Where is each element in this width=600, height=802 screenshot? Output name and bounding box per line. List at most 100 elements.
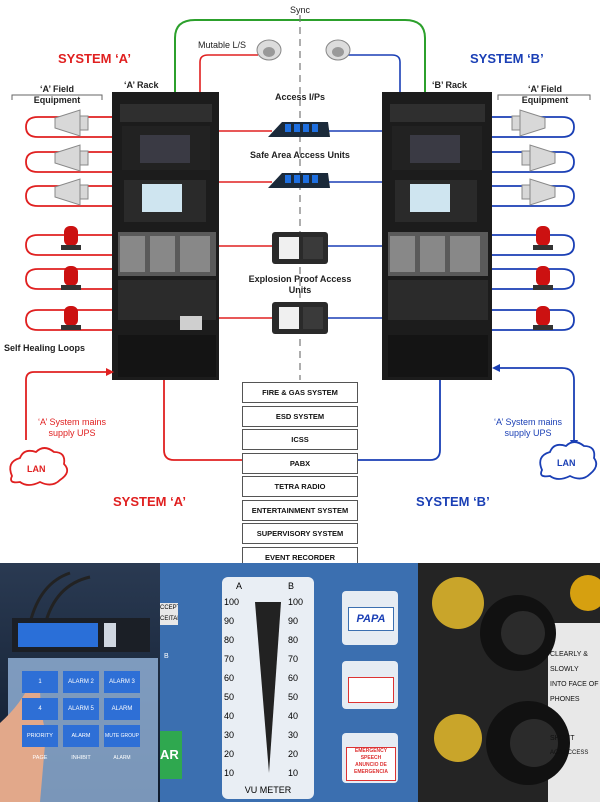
vu-needle-wedge bbox=[255, 602, 281, 773]
vu-scale-left-50: 50 bbox=[224, 692, 235, 702]
rack-a bbox=[112, 92, 219, 380]
vu-scale-left-40: 40 bbox=[224, 711, 235, 721]
vu-scale-right-70: 70 bbox=[288, 654, 299, 664]
self-healing-loops-label: Self Healing Loops bbox=[4, 343, 86, 353]
system-a-title-top: SYSTEM ‘A’ bbox=[58, 51, 131, 66]
vu-scale-left-100: 100 bbox=[224, 597, 240, 607]
instruction-line-6: AGA ACCESS bbox=[550, 750, 589, 756]
vu-meter-card: A B 100 90 80 70 60 50 40 30 20 10 100 9… bbox=[222, 577, 314, 799]
papa-button: PAPA bbox=[342, 591, 398, 645]
self-healing-loops-a bbox=[25, 116, 112, 331]
key-2: ALARM 2 bbox=[63, 671, 99, 693]
vu-scale-left-30: 30 bbox=[224, 730, 235, 740]
a-rack-label: ‘A’ Rack bbox=[124, 80, 159, 90]
field-equipment-right-1: ‘A’ Field bbox=[527, 84, 563, 94]
mutable-loudspeaker-a bbox=[256, 39, 282, 61]
mutable-loudspeaker-b bbox=[325, 39, 351, 61]
instruction-line-1: CLEARLY & bbox=[550, 651, 588, 658]
vu-scale-right-60: 60 bbox=[288, 673, 299, 683]
lan-cloud-b bbox=[539, 441, 598, 480]
panel-b-label: B bbox=[164, 653, 169, 660]
explosion-proof-label-1: Explosion Proof Access bbox=[248, 274, 352, 284]
key-4: 4 bbox=[22, 698, 58, 720]
external-systems-list: FIRE & GAS SYSTEM ESD SYSTEM ICSS PABX T… bbox=[242, 382, 358, 570]
system-row-tetra: TETRA RADIO bbox=[242, 476, 358, 497]
horn-speakers-b bbox=[511, 109, 556, 206]
rack-b-to-systems bbox=[358, 380, 441, 461]
mutable-ls-label: Mutable L/S bbox=[198, 40, 247, 50]
vu-a-label: A bbox=[236, 581, 243, 591]
vu-scale-right-30: 30 bbox=[288, 730, 299, 740]
vu-scale-left-20: 20 bbox=[224, 749, 235, 759]
mutable-ls-link-a bbox=[199, 54, 258, 92]
vu-scale-right-10: 10 bbox=[288, 768, 299, 778]
rack-a-to-systems bbox=[163, 380, 242, 461]
field-equipment-right-2: Equipment bbox=[521, 95, 569, 105]
key-1: 1 bbox=[22, 671, 58, 693]
key-8: ALARM INHIBIT bbox=[63, 725, 99, 761]
instruction-line-5: SHOUT bbox=[550, 735, 575, 742]
vu-scale-left-90: 90 bbox=[224, 616, 235, 626]
vu-b-label: B bbox=[288, 581, 295, 591]
papa-label: PAPA bbox=[348, 607, 394, 631]
system-row-fire-gas: FIRE & GAS SYSTEM bbox=[242, 382, 358, 403]
safe-area-label: Safe Area Access Units bbox=[250, 150, 350, 160]
vu-scale-left-60: 60 bbox=[224, 673, 235, 683]
wiring-diagram bbox=[9, 15, 598, 486]
explosion-proof-access-unit-1 bbox=[272, 232, 328, 264]
lan-label-b: LAN bbox=[557, 458, 576, 468]
vu-scale-right-100: 100 bbox=[288, 597, 304, 607]
rack-b bbox=[382, 92, 492, 380]
safe-area-access-unit-2 bbox=[268, 173, 330, 188]
mains-left-2: supply UPS bbox=[48, 428, 96, 438]
vu-scale-right-50: 50 bbox=[288, 692, 299, 702]
photo-access-panel: 1 ALARM 2 ALARM 3 4 ALARM 5 ALARM CANCEL… bbox=[0, 563, 160, 802]
explosion-proof-label-2: Units bbox=[288, 285, 312, 295]
field-equipment-left-2: Equipment bbox=[33, 95, 81, 105]
system-row-entertainment: ENTERTAINMENT SYSTEM bbox=[242, 499, 358, 521]
key-6: ALARM CANCEL bbox=[104, 698, 140, 734]
accept-label-2: CEITAR bbox=[160, 616, 178, 622]
horn-speakers-a bbox=[54, 109, 89, 206]
side-ar-label: AR bbox=[160, 731, 182, 779]
vu-scale-left-80: 80 bbox=[224, 635, 235, 645]
vu-scale-left-70: 70 bbox=[224, 654, 235, 664]
instruction-line-3: INTO FACE OF bbox=[550, 681, 599, 688]
system-a-title-bottom: SYSTEM ‘A’ bbox=[113, 494, 186, 509]
emergency-label-1: EMERGENCY bbox=[354, 748, 388, 754]
beacons-b bbox=[533, 226, 553, 330]
system-row-supervisory: SUPERVISORY SYSTEM bbox=[242, 523, 358, 544]
photo-explosion-proof-unit: CLEARLY & SLOWLY INTO FACE OF PHONES SHO… bbox=[418, 563, 600, 802]
key-7: PRIORITY PAGE bbox=[22, 725, 58, 761]
lan-cloud-a bbox=[9, 447, 69, 486]
vu-meter-title: VU METER bbox=[244, 785, 292, 795]
field-equipment-left-1: ‘A’ Field bbox=[39, 84, 75, 94]
mutable-ls-link-b bbox=[345, 54, 401, 92]
key-5: ALARM 5 bbox=[63, 698, 99, 720]
emergency-label-4: EMERGENCIA bbox=[354, 769, 388, 775]
b-rack-label: ‘B’ Rack bbox=[432, 80, 468, 90]
mains-left-1: ‘A’ System mains bbox=[37, 417, 107, 427]
system-row-icss: ICSS bbox=[242, 429, 358, 450]
safe-area-access-unit-1 bbox=[268, 122, 330, 137]
photo-vu-meter: CCEPT CEITAR B AR A B 100 90 80 70 60 50… bbox=[160, 563, 418, 802]
system-row-esd: ESD SYSTEM bbox=[242, 405, 358, 427]
system-b-title-top: SYSTEM ‘B’ bbox=[470, 51, 544, 66]
explosion-proof-access-unit-2 bbox=[272, 302, 328, 334]
accept-label-1: CCEPT bbox=[160, 605, 178, 611]
key-3: ALARM 3 bbox=[104, 671, 140, 693]
vu-scale-right-80: 80 bbox=[288, 635, 299, 645]
emergency-label-3: ANUNCIO DE bbox=[355, 762, 387, 768]
instruction-line-4: PHONES bbox=[550, 696, 580, 703]
emergency-speech-button: EMERGENCY SPEECH ANUNCIO DE EMERGENCIA bbox=[342, 733, 398, 783]
vu-scale-right-40: 40 bbox=[288, 711, 299, 721]
key-9: MUTE GROUP ALARM bbox=[104, 725, 140, 761]
instruction-line-2: SLOWLY bbox=[550, 666, 579, 673]
access-ips-label: Access I/Ps bbox=[274, 92, 326, 102]
lan-label-a: LAN bbox=[27, 464, 46, 474]
self-healing-loops-b bbox=[492, 116, 575, 331]
mains-right-1: ‘A’ System mains bbox=[493, 417, 563, 427]
vu-scale-right-20: 20 bbox=[288, 749, 299, 759]
vu-scale-right-90: 90 bbox=[288, 616, 299, 626]
